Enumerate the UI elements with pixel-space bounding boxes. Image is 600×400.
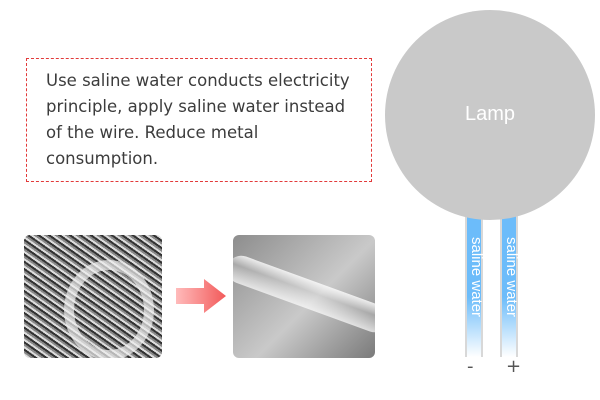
negative-sign: - <box>467 356 474 377</box>
positive-sign: + <box>506 356 522 377</box>
saline-tube-negative: saline water <box>465 205 485 357</box>
lamp-circle: Lamp <box>385 10 595 220</box>
glass-tube-image <box>233 235 375 358</box>
tube-label: saline water <box>503 237 520 318</box>
lamp-label: Lamp <box>464 103 516 125</box>
tube-label: saline water <box>468 237 485 318</box>
description-text: Use saline water conducts electricity pr… <box>46 71 350 168</box>
arrow-right-icon <box>176 279 226 313</box>
saline-tube-positive: saline water <box>500 205 520 357</box>
description-box: Use saline water conducts electricity pr… <box>26 58 372 182</box>
metal-wires-image <box>24 235 162 358</box>
